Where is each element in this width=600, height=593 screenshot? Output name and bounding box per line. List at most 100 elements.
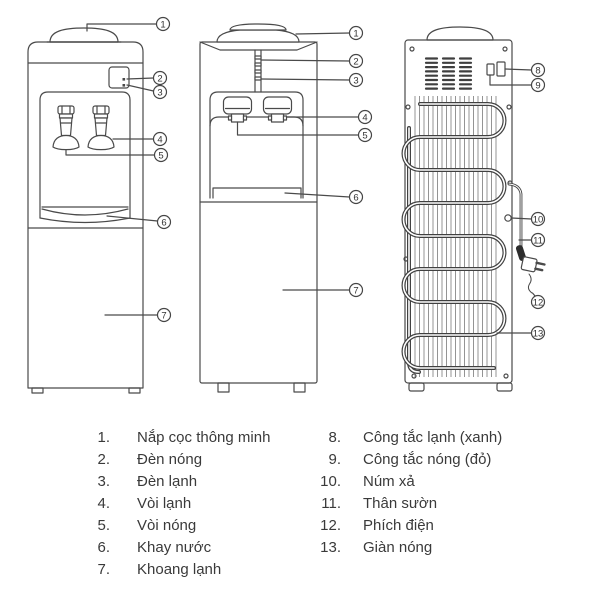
hot-tap [262,96,293,123]
legend-number: 7. [97,560,110,578]
top-cap [426,26,494,41]
hot-switch [496,61,506,77]
cabinet-body [27,41,144,389]
indicator-tube [254,49,262,93]
legend-label: Khoang lạnh [137,560,222,578]
legend-column-left: 1. Nắp cọc thông minh 2. Đèn nóng 3.Đèn lạ… [88,426,270,580]
front-view-drawing: 1 2 3 4 5 6 7 [27,16,172,394]
legend-number: 5. [97,516,110,534]
legend-label: Công tắc nóng (đỏ) [363,450,492,468]
legend-label: Vòi nóng [137,516,197,534]
svg-text:1: 1 [353,28,358,39]
legend-label: Giàn nóng [363,538,433,556]
legend-label: Khay nước [137,538,212,556]
cold-tap [52,105,80,151]
legend-item: 10.Núm xả [315,470,502,492]
svg-text:6: 6 [353,192,358,203]
drip-tray [212,187,302,199]
legend-item: 5. Vòi nóng [88,514,270,536]
drip-tray [39,206,131,224]
legend-number: 8. [328,428,341,446]
callout-8: 8 [530,62,546,78]
cold-switch [486,63,495,76]
callout-1: 1 [155,16,171,32]
callout-6: 6 [348,189,364,205]
leader-lines [236,32,360,291]
callout-9: 9 [530,77,546,93]
svg-text:5: 5 [362,130,367,141]
svg-text:1: 1 [160,19,165,30]
legend-item: 2. Đèn nóng [88,448,270,470]
legend-item: 1. Nắp cọc thông minh [88,426,270,448]
legend-column-right: 8. Công tắc lạnh (xanh) 9. Công tắc nóng (… [315,426,502,558]
foot [496,382,513,392]
legend-label: Công tắc lạnh (xanh) [363,428,503,446]
cold-tap [222,96,253,123]
legend-label: Đèn nóng [137,450,203,468]
callout-4: 4 [152,131,168,147]
legend-number: 2. [97,450,110,468]
indicator-panel [108,66,130,89]
callout-4: 4 [357,109,373,125]
cord-end [527,273,533,294]
callout-3: 3 [348,72,364,88]
foot [217,382,230,393]
callout-12: 12 [530,294,546,310]
shoulder [199,41,318,51]
top-cap-upper [229,23,287,31]
dispense-recess [209,91,304,199]
callout-10: 10 [530,211,546,227]
cold-lamp-icon [122,84,126,87]
legend-number: 11. [321,494,341,512]
legend-item: 9. Công tắc nóng (đỏ) [315,448,502,470]
legend-item: 7. Khoang lạnh [88,558,270,580]
callout-5: 5 [153,147,169,163]
legend-number: 1. [97,428,110,446]
callout-1: 1 [348,25,364,41]
svg-text:10: 10 [533,214,544,225]
legend-number: 9. [328,450,341,468]
legend-label: Nắp cọc thông minh [137,428,271,446]
svg-text:11: 11 [533,235,543,246]
svg-text:12: 12 [533,297,544,308]
legend-item: 11.Thân sườn [315,492,502,514]
vent-grille [424,57,473,90]
condenser-coil [401,102,507,374]
legend-item: 3.Đèn lạnh [88,470,270,492]
callout-2: 2 [348,53,364,69]
legend-number: 6. [97,538,110,556]
legend-number: 12. [320,516,341,534]
svg-text:3: 3 [353,75,358,86]
legend-number: 13. [320,538,341,556]
leader-lines [489,68,537,334]
callout-6: 6 [156,214,172,230]
svg-text:2: 2 [157,73,162,84]
foot [31,387,44,394]
hot-lamp-icon [122,78,126,81]
svg-text:13: 13 [533,328,544,339]
legend-item: 12.Phích điện [315,514,502,536]
recess-inner-edge [209,116,304,127]
power-plug [515,245,546,294]
water-dispenser-parts-diagram: 1 2 3 4 5 6 7 [27,16,546,394]
legend-item: 6. Khay nước [88,536,270,558]
svg-text:7: 7 [161,310,166,321]
callout-7: 7 [156,307,172,323]
svg-text:4: 4 [157,134,162,145]
foot [408,382,425,392]
hot-tap [87,105,115,151]
svg-text:7: 7 [353,285,358,296]
callout-3: 3 [152,84,168,100]
svg-text:6: 6 [161,217,166,228]
back-view-drawing: 8 9 10 11 12 13 [401,26,546,392]
dispense-recess [39,91,131,219]
svg-text:4: 4 [362,112,367,123]
legend-item: 8. Công tắc lạnh (xanh) [315,426,502,448]
top-cap [216,29,300,43]
legend-item: 13. Giàn nóng [315,536,502,558]
callout-5: 5 [357,127,373,143]
legend-number: 10. [320,472,341,490]
top-cap [49,27,119,43]
center-view-drawing: 1 2 3 4 5 6 7 [199,23,373,393]
callout-7: 7 [348,282,364,298]
